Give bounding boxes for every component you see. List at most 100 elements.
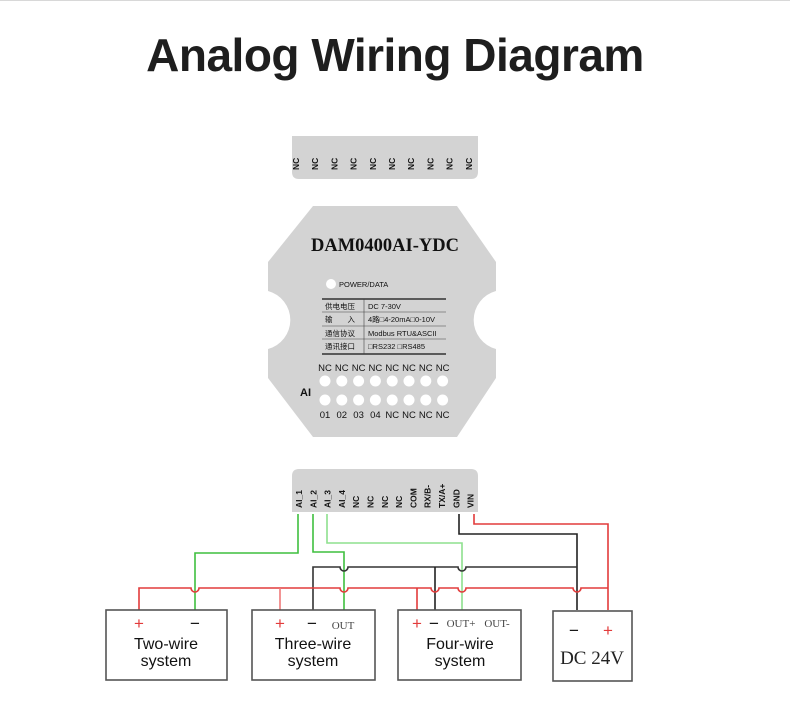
top-terminal-label: NC xyxy=(329,158,339,170)
two-wire-minus: − xyxy=(190,614,200,633)
wire-ai3 xyxy=(326,514,463,610)
four-wire-minus: − xyxy=(429,614,439,633)
module-pin-hole xyxy=(369,394,381,406)
spec-key: 通讯接口 xyxy=(325,341,355,351)
top-terminal-label: NC xyxy=(406,158,416,170)
device-four-wire: + − OUT+ OUT- Four-wire system xyxy=(397,609,522,681)
spec-value: 4路□4-20mA□0-10V xyxy=(368,314,435,324)
three-wire-label-line1: Three-wire xyxy=(275,636,352,653)
spec-key: 通信协议 xyxy=(325,328,355,338)
module-bottom-pin-label: NC xyxy=(402,410,416,421)
four-wire-plus: + xyxy=(412,614,422,633)
four-wire-out-plus: OUT+ xyxy=(447,618,476,630)
bottom-terminal-label: RX/B- xyxy=(423,485,433,508)
four-wire-label-line2: system xyxy=(435,653,486,670)
wire-common-negative xyxy=(312,566,577,610)
module-top-pin-label: NC xyxy=(402,363,416,374)
bottom-terminal-label: VIN xyxy=(466,494,476,508)
bottom-terminal-label: NC xyxy=(380,496,390,508)
module-bottom-pin-label: 03 xyxy=(353,410,364,421)
module-bottom-pin-label: 04 xyxy=(370,410,381,421)
spec-table: 供电电压 DC 7-30V 输 入 4路□4-20mA□0-10V 通信协议 Modbus… xyxy=(322,298,446,355)
power-minus: − xyxy=(569,621,579,640)
bottom-terminal-label: COM xyxy=(408,488,418,508)
top-terminal-label: NC xyxy=(310,158,320,170)
bottom-terminal-label: AI_4 xyxy=(337,490,347,508)
top-terminal-label: NC xyxy=(368,158,378,170)
module-top-pin-label: NC xyxy=(369,363,383,374)
bottom-terminal-label: AI_3 xyxy=(323,490,333,508)
led-label: POWER/DATA xyxy=(339,280,388,289)
top-terminal-label: NC xyxy=(349,158,359,170)
module-pin-hole xyxy=(437,394,449,406)
bottom-terminal-label: GND xyxy=(451,489,461,508)
wire-common-positive xyxy=(138,587,608,610)
spec-value: Modbus RTU&ASCII xyxy=(368,329,437,338)
module-top-pin-label: NC xyxy=(436,363,450,374)
four-wire-out-minus: OUT- xyxy=(484,618,510,630)
module-pin-hole xyxy=(319,394,331,406)
module-body: DAM0400AI-YDC POWER/DATA 供电电压 DC 7-30V 输 入… xyxy=(268,206,496,437)
module-pin-hole xyxy=(437,375,449,387)
module-top-pin-label: NC xyxy=(318,363,332,374)
two-wire-plus: + xyxy=(134,614,144,633)
top-terminal-label: NC xyxy=(445,158,455,170)
bottom-terminal-label: NC xyxy=(351,496,361,508)
top-terminal-label: NC xyxy=(464,158,474,170)
top-terminal-label: NC xyxy=(291,158,301,170)
module-bottom-pin-label: NC xyxy=(385,410,399,421)
ai-label: AI xyxy=(300,387,311,399)
power-plus: + xyxy=(603,621,613,640)
bottom-terminal-label: TX/A+ xyxy=(437,484,447,508)
module-pin-hole xyxy=(336,394,348,406)
bottom-terminal-label: AI_1 xyxy=(294,490,304,508)
wire-ai1 xyxy=(194,514,299,610)
wire-vin xyxy=(473,514,609,610)
spec-key: 供电电压 xyxy=(325,301,355,311)
two-wire-label-line2: system xyxy=(141,653,192,670)
module-pin-hole xyxy=(420,375,432,387)
wire-gnd xyxy=(458,514,578,610)
module-bottom-pin-label: 01 xyxy=(320,410,331,421)
module-pin-hole xyxy=(386,375,398,387)
power-supply-box: − + DC 24V xyxy=(552,610,633,682)
device-three-wire: + − OUT Three-wire system xyxy=(251,609,376,681)
module-pin-hole xyxy=(336,375,348,387)
three-wire-plus: + xyxy=(275,614,285,633)
top-terminal-block: NC NC NC NC NC NC NC NC NC NC xyxy=(291,136,478,179)
three-wire-minus: − xyxy=(307,614,317,633)
module-bottom-pin-label: NC xyxy=(419,410,433,421)
wire-ai2 xyxy=(312,514,345,610)
module-top-pin-label: NC xyxy=(385,363,399,374)
module-bottom-pin-label: NC xyxy=(436,410,450,421)
bottom-terminal-label: AI_2 xyxy=(308,490,318,508)
power-label: DC 24V xyxy=(560,648,624,669)
module-top-pin-label: NC xyxy=(335,363,349,374)
module-bottom-pin-label: 02 xyxy=(337,410,348,421)
module-pin-hole xyxy=(420,394,432,406)
top-terminal-label: NC xyxy=(425,158,435,170)
module-top-pin-label: NC xyxy=(419,363,433,374)
bottom-terminal-block: AI_1 AI_2 AI_3 AI_4 NC NC NC NC COM RX/B- TX/A+ GND… xyxy=(292,469,478,512)
spec-key: 输 入 xyxy=(325,314,355,324)
module-pin-hole xyxy=(386,394,398,406)
module-pin-hole xyxy=(319,375,331,387)
device-two-wire: + − Two-wire system xyxy=(105,609,228,681)
top-terminal-label: NC xyxy=(387,158,397,170)
page-title: Analog Wiring Diagram xyxy=(146,29,644,81)
power-data-led xyxy=(326,279,336,289)
three-wire-out: OUT xyxy=(332,620,355,632)
module-pin-hole xyxy=(403,375,415,387)
bottom-terminal-label: NC xyxy=(394,496,404,508)
spec-value: DC 7-30V xyxy=(368,302,401,311)
bottom-terminal-label: NC xyxy=(366,496,376,508)
spec-value: □RS232 □RS485 xyxy=(368,342,425,351)
four-wire-label-line1: Four-wire xyxy=(426,636,494,653)
module-pin-hole xyxy=(369,375,381,387)
module-top-pin-label: NC xyxy=(352,363,366,374)
module-pin-hole xyxy=(353,394,365,406)
module-pin-hole xyxy=(403,394,415,406)
two-wire-label-line1: Two-wire xyxy=(134,636,198,653)
module-model: DAM0400AI-YDC xyxy=(311,236,459,256)
